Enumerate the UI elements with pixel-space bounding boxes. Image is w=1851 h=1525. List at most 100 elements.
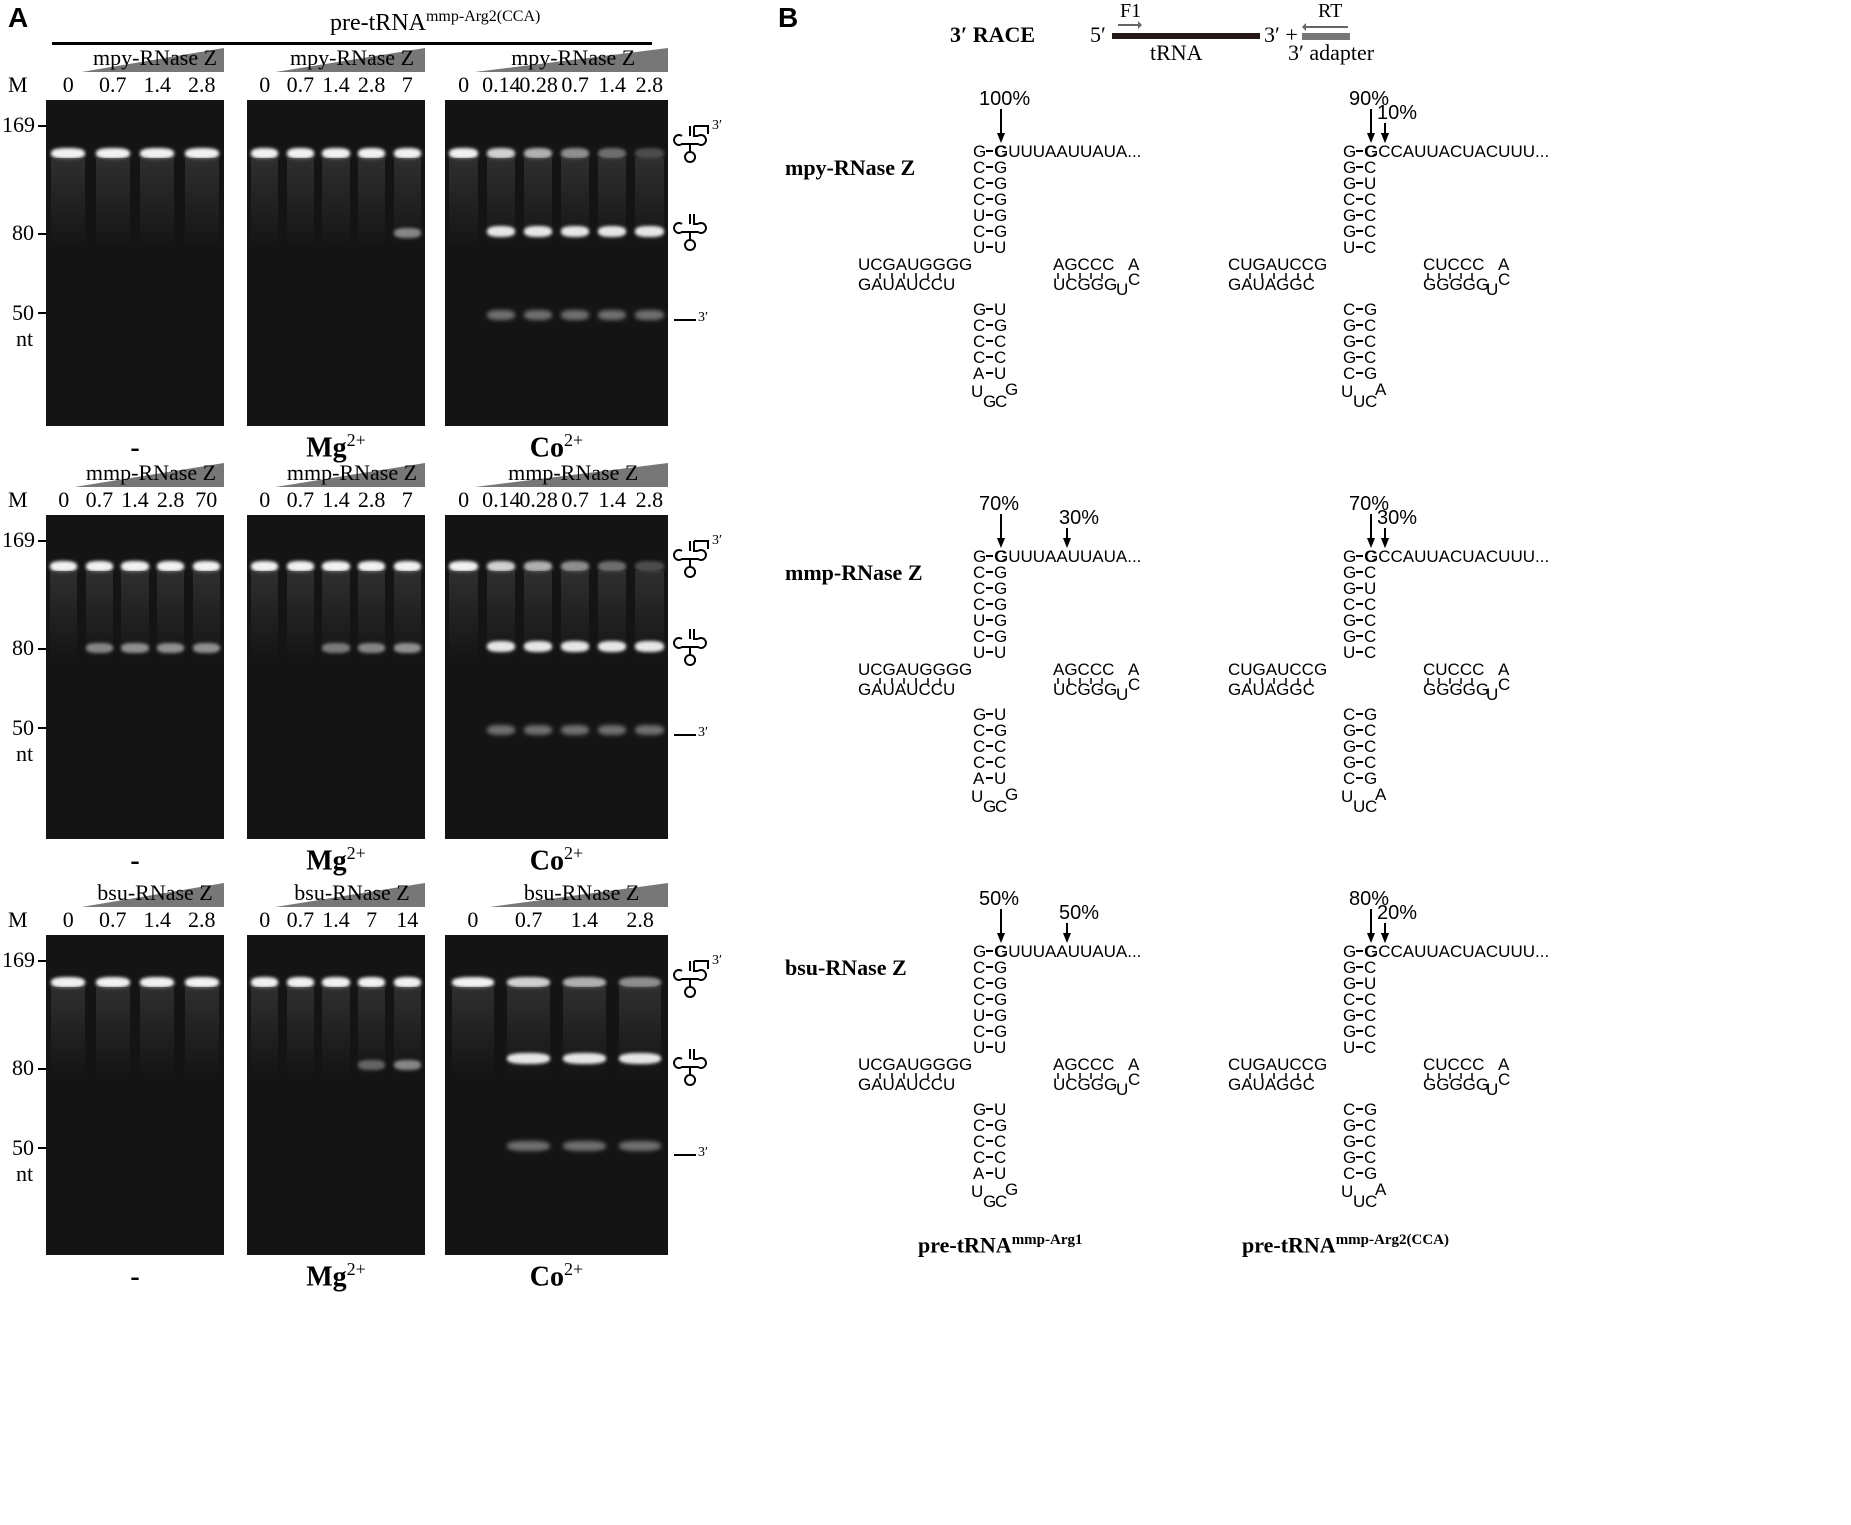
nucleotide: U [971, 382, 983, 401]
nucleotide: G [994, 579, 1007, 598]
nucleotide: G [983, 392, 996, 411]
cleavage-arrow-icon [1367, 133, 1375, 143]
nucleotide: C [1364, 753, 1376, 772]
nucleotide: G [1343, 348, 1356, 367]
nucleotide: G [1343, 316, 1356, 335]
gel-smear [449, 571, 478, 661]
metal-ion-label: Co2+ [529, 1259, 584, 1293]
trailer-fragment-icon [674, 319, 696, 321]
three-prime-label: 3′ [698, 725, 709, 740]
panel-a-title: pre-tRNAmmp-Arg2(CCA) [330, 8, 541, 36]
nucleotide: G [983, 1192, 996, 1211]
nucleotide: G [994, 627, 1007, 646]
gel-band-trailer [563, 1141, 606, 1151]
nucleotide: C [973, 190, 985, 209]
gel-band-mature [393, 643, 421, 653]
metal-ion-label: - [130, 845, 140, 877]
nucleotide: C [973, 332, 985, 351]
t-arm-bottom: UCGGG [1053, 680, 1117, 699]
cleavage-percentage: 50% [979, 888, 1019, 910]
cleavage-arrow-icon [997, 933, 1005, 943]
nucleotide: G [1343, 958, 1356, 977]
nucleotide: G [1343, 579, 1356, 598]
concentration-label: 0 [62, 907, 74, 932]
gel-band-mature [393, 1060, 421, 1070]
nucleotide: C [1364, 990, 1376, 1009]
concentration-label: 1.4 [322, 72, 350, 97]
nucleotide: C [973, 563, 985, 582]
nucleotide: C [1343, 595, 1355, 614]
gel-smear [140, 158, 175, 248]
d-arm-top: UCGAUGGGG [858, 1055, 972, 1074]
nucleotide: G [1364, 300, 1377, 319]
nucleotide: U [1116, 280, 1128, 299]
gel-band-precursor [523, 561, 553, 572]
enzyme-label: mpy-RNase Z [289, 45, 415, 70]
t-arm-top: AGCCC [1053, 255, 1114, 274]
gel-smear [95, 987, 130, 1077]
gel-smear [322, 571, 350, 661]
marker-tick [38, 727, 46, 729]
nucleotide: U [994, 1100, 1006, 1119]
marker-label-header: M [8, 487, 28, 512]
nucleotide: C [1498, 675, 1510, 694]
nucleotide: U [971, 1182, 983, 1201]
nucleotide: U [1353, 1192, 1365, 1211]
nucleotide: C [973, 721, 985, 740]
nucleotide: U [1116, 1080, 1128, 1099]
nucleotide: C [1365, 797, 1377, 816]
nucleotide: C [1128, 1070, 1140, 1089]
nucleotide: C [1364, 348, 1376, 367]
gel-image [46, 100, 224, 426]
gel-band-precursor [358, 148, 386, 159]
concentration-label: 70 [195, 487, 218, 512]
nucleotide: C [973, 990, 985, 1009]
concentration-label: 0 [458, 487, 470, 512]
race-five-prime: 5′ [1090, 22, 1106, 47]
gel-image [247, 935, 425, 1255]
nucleotide: C [1364, 1116, 1376, 1135]
marker-tick [38, 1068, 46, 1070]
nucleotide: C [1364, 958, 1376, 977]
nucleotide: U [1353, 392, 1365, 411]
gel-band-precursor [95, 977, 130, 988]
t-arm-top: AGCCC [1053, 660, 1114, 679]
gel-band-trailer [486, 310, 515, 320]
enzyme-gradient-wedge [81, 48, 224, 72]
gel-smear [140, 987, 175, 1077]
gel-band-precursor [486, 148, 515, 159]
nucleotide: G [1005, 380, 1018, 399]
concentration-label: 1.4 [143, 72, 172, 97]
cleavage-percentage: 100% [979, 88, 1030, 110]
trailer-sequence: GCCAUUACUACUUU... [1365, 547, 1548, 566]
gel-band-precursor [449, 561, 478, 572]
trailer-sequence: GCCAUUACUACUUU... [1365, 942, 1548, 961]
nucleotide: G [1343, 1006, 1356, 1025]
pre-trna-icon [673, 125, 709, 163]
t-arm-bottom: GGGGG [1423, 275, 1489, 294]
nucleotide: G [1343, 721, 1356, 740]
nucleotide: C [973, 1148, 985, 1167]
cleavage-arrow-icon [1063, 933, 1071, 943]
enzyme-label: bsu-RNase Z [294, 880, 410, 905]
nucleotide: C [1343, 990, 1355, 1009]
gel-image [46, 935, 224, 1255]
gel-smear [95, 158, 130, 248]
concentration-label: 1.4 [143, 907, 172, 932]
gel-band-mature [635, 641, 664, 652]
nucleotide: C [1343, 769, 1355, 788]
nucleotide: G [1343, 1022, 1356, 1041]
nucleotide: C [1365, 392, 1377, 411]
d-arm-top: CUGAUCCG [1228, 255, 1327, 274]
metal-ion-label: Mg2+ [306, 1259, 366, 1293]
race-trna-label: tRNA [1150, 40, 1203, 65]
nucleotide: G [994, 563, 1007, 582]
marker-tick [38, 648, 46, 650]
gel-band-trailer [523, 310, 553, 320]
nucleotide: A [973, 364, 985, 383]
nucleotide: A [1128, 660, 1140, 679]
nucleotide: G [1343, 222, 1356, 241]
